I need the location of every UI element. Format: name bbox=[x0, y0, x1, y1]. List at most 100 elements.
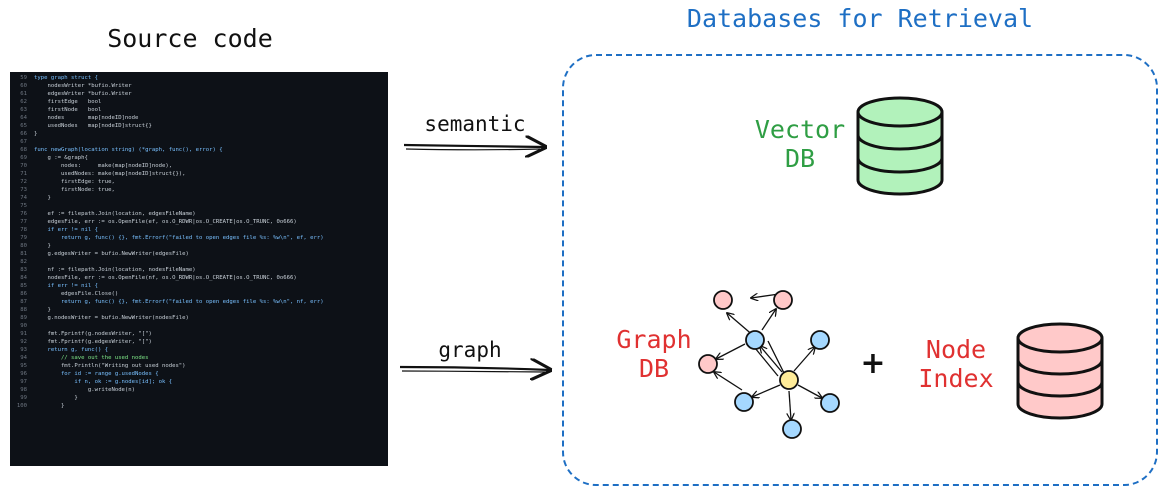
code-line-text: g.nodesWriter = bufio.NewWriter(nodesFil… bbox=[34, 315, 189, 321]
code-line: 89 g.nodesWriter = bufio.NewWriter(nodes… bbox=[10, 314, 388, 322]
code-line-number: 61 bbox=[20, 91, 27, 97]
code-line-number: 60 bbox=[20, 83, 27, 89]
code-line-text: } bbox=[34, 403, 65, 409]
code-line-number: 89 bbox=[20, 315, 27, 321]
code-line-number: 83 bbox=[20, 267, 27, 273]
code-line: 97 if n, ok := g.nodes[id]; ok { bbox=[10, 378, 388, 386]
code-line: 88 } bbox=[10, 306, 388, 314]
code-line-number: 92 bbox=[20, 339, 27, 345]
graph-node bbox=[773, 290, 793, 310]
semantic-arrow bbox=[403, 145, 545, 150]
code-line: 96 for id := range g.usedNodes { bbox=[10, 370, 388, 378]
code-line: 74 } bbox=[10, 194, 388, 202]
code-line-text: } bbox=[34, 243, 51, 249]
vector-db-label: Vector DB bbox=[740, 115, 860, 174]
code-line: 81 g.edgesWriter = bufio.NewWriter(edges… bbox=[10, 250, 388, 258]
code-line-number: 74 bbox=[20, 195, 27, 201]
code-line-number: 72 bbox=[20, 179, 27, 185]
code-line-text: firstEdge bool bbox=[34, 99, 102, 105]
vector-db-label-line2: DB bbox=[784, 143, 816, 173]
code-line-text: edgesFile, err := os.OpenFile(ef, os.O_R… bbox=[34, 219, 297, 225]
vector-db-icon bbox=[856, 96, 944, 196]
code-line: 90 bbox=[10, 322, 388, 330]
code-line-number: 69 bbox=[20, 155, 27, 161]
code-line-number: 79 bbox=[20, 235, 27, 241]
code-line-number: 86 bbox=[20, 291, 27, 297]
graph-node bbox=[745, 330, 765, 350]
code-line-text: fmt.Fprintf(g.nodesWriter, "[") bbox=[34, 331, 152, 337]
code-line: 62 firstEdge bool bbox=[10, 98, 388, 106]
code-line-number: 88 bbox=[20, 307, 27, 313]
code-line: 72 firstEdge: true, bbox=[10, 178, 388, 186]
graph-node bbox=[782, 419, 802, 439]
code-line-number: 84 bbox=[20, 275, 27, 281]
code-line-text: usedNodes: make(map[nodeID]struct{}), bbox=[34, 171, 186, 177]
code-line-text: firstNode bool bbox=[34, 107, 102, 113]
code-line-text: nf := filepath.Join(location, nodesFileN… bbox=[34, 267, 196, 273]
vector-db-label-line1: Vector bbox=[754, 115, 846, 144]
code-line-number: 73 bbox=[20, 187, 27, 193]
code-line-text: nodesFile, err := os.OpenFile(nf, os.O_R… bbox=[34, 275, 297, 281]
code-line-text: nodes: make(map[nodeID]node), bbox=[34, 163, 173, 169]
code-line: 86 edgesFile.Close() bbox=[10, 290, 388, 298]
node-index-label: Node Index bbox=[896, 335, 1016, 394]
code-line-number: 99 bbox=[20, 395, 27, 401]
code-line: 70 nodes: make(map[nodeID]node), bbox=[10, 162, 388, 170]
code-line: 83 nf := filepath.Join(location, nodesFi… bbox=[10, 266, 388, 274]
code-line-number: 100 bbox=[16, 403, 27, 409]
code-line-text: if err != nil { bbox=[34, 227, 98, 233]
code-line: 91 fmt.Fprintf(g.nodesWriter, "[") bbox=[10, 330, 388, 338]
code-line: 98 g.writeNode(n) bbox=[10, 386, 388, 394]
code-line-number: 95 bbox=[20, 363, 27, 369]
graph-node bbox=[698, 354, 718, 374]
code-line: 95 fmt.Println("Writing out used nodes") bbox=[10, 362, 388, 370]
code-line-number: 82 bbox=[20, 259, 27, 265]
code-line: 78 if err != nil { bbox=[10, 226, 388, 234]
code-line: 60 nodesWriter *bufio.Writer bbox=[10, 82, 388, 90]
code-line-text: for id := range g.usedNodes { bbox=[34, 371, 159, 377]
code-line-number: 62 bbox=[20, 99, 27, 105]
code-line: 63 firstNode bool bbox=[10, 106, 388, 114]
code-line-text: usedNodes map[nodeID]struct{} bbox=[34, 123, 152, 129]
code-line-text: edgesFile.Close() bbox=[34, 291, 119, 297]
code-line: 64 nodes map[nodeID]node bbox=[10, 114, 388, 122]
databases-container bbox=[562, 54, 1158, 486]
code-line-number: 90 bbox=[20, 323, 27, 329]
code-line-number: 81 bbox=[20, 251, 27, 257]
code-line-number: 91 bbox=[20, 331, 27, 337]
code-line: 79 return g, func() {}, fmt.Errorf("fail… bbox=[10, 234, 388, 242]
code-line: 71 usedNodes: make(map[nodeID]struct{}), bbox=[10, 170, 388, 178]
graph-node bbox=[810, 330, 830, 350]
code-line-text: if n, ok := g.nodes[id]; ok { bbox=[34, 379, 173, 385]
code-line-text: edgesWriter *bufio.Writer bbox=[34, 91, 132, 97]
code-line: 73 firstNode: true, bbox=[10, 186, 388, 194]
code-line: 100 } bbox=[10, 402, 388, 410]
graph-node bbox=[713, 290, 733, 310]
code-line-text: ef := filepath.Join(location, edgesFileN… bbox=[34, 211, 196, 217]
code-line-text: type graph struct { bbox=[34, 75, 98, 81]
code-line-number: 68 bbox=[20, 147, 27, 153]
code-line: 92 fmt.Fprintf(g.edgesWriter, "[") bbox=[10, 338, 388, 346]
graph-db-label-line2: DB bbox=[638, 353, 670, 383]
code-line-text: g.edgesWriter = bufio.NewWriter(edgesFil… bbox=[34, 251, 189, 257]
code-line: 82 bbox=[10, 258, 388, 266]
node-index-label-line1: Node bbox=[925, 335, 987, 364]
code-line-text: g := &graph{ bbox=[34, 155, 88, 161]
code-line: 84 nodesFile, err := os.OpenFile(nf, os.… bbox=[10, 274, 388, 282]
graph-node bbox=[779, 370, 799, 390]
node-index-db-icon bbox=[1016, 322, 1104, 420]
code-line: 87 return g, func() {}, fmt.Errorf("fail… bbox=[10, 298, 388, 306]
code-line-text: fmt.Fprintf(g.edgesWriter, "[") bbox=[34, 339, 152, 345]
graph-db-label: Graph DB bbox=[594, 325, 714, 384]
code-line-number: 65 bbox=[20, 123, 27, 129]
code-line-number: 67 bbox=[20, 139, 27, 145]
graph-node bbox=[820, 393, 840, 413]
semantic-label: semantic bbox=[424, 112, 526, 136]
code-line-number: 63 bbox=[20, 107, 27, 113]
code-line-number: 97 bbox=[20, 379, 27, 385]
source-code-title: Source code bbox=[107, 24, 273, 53]
plus-sign: + bbox=[860, 346, 886, 381]
